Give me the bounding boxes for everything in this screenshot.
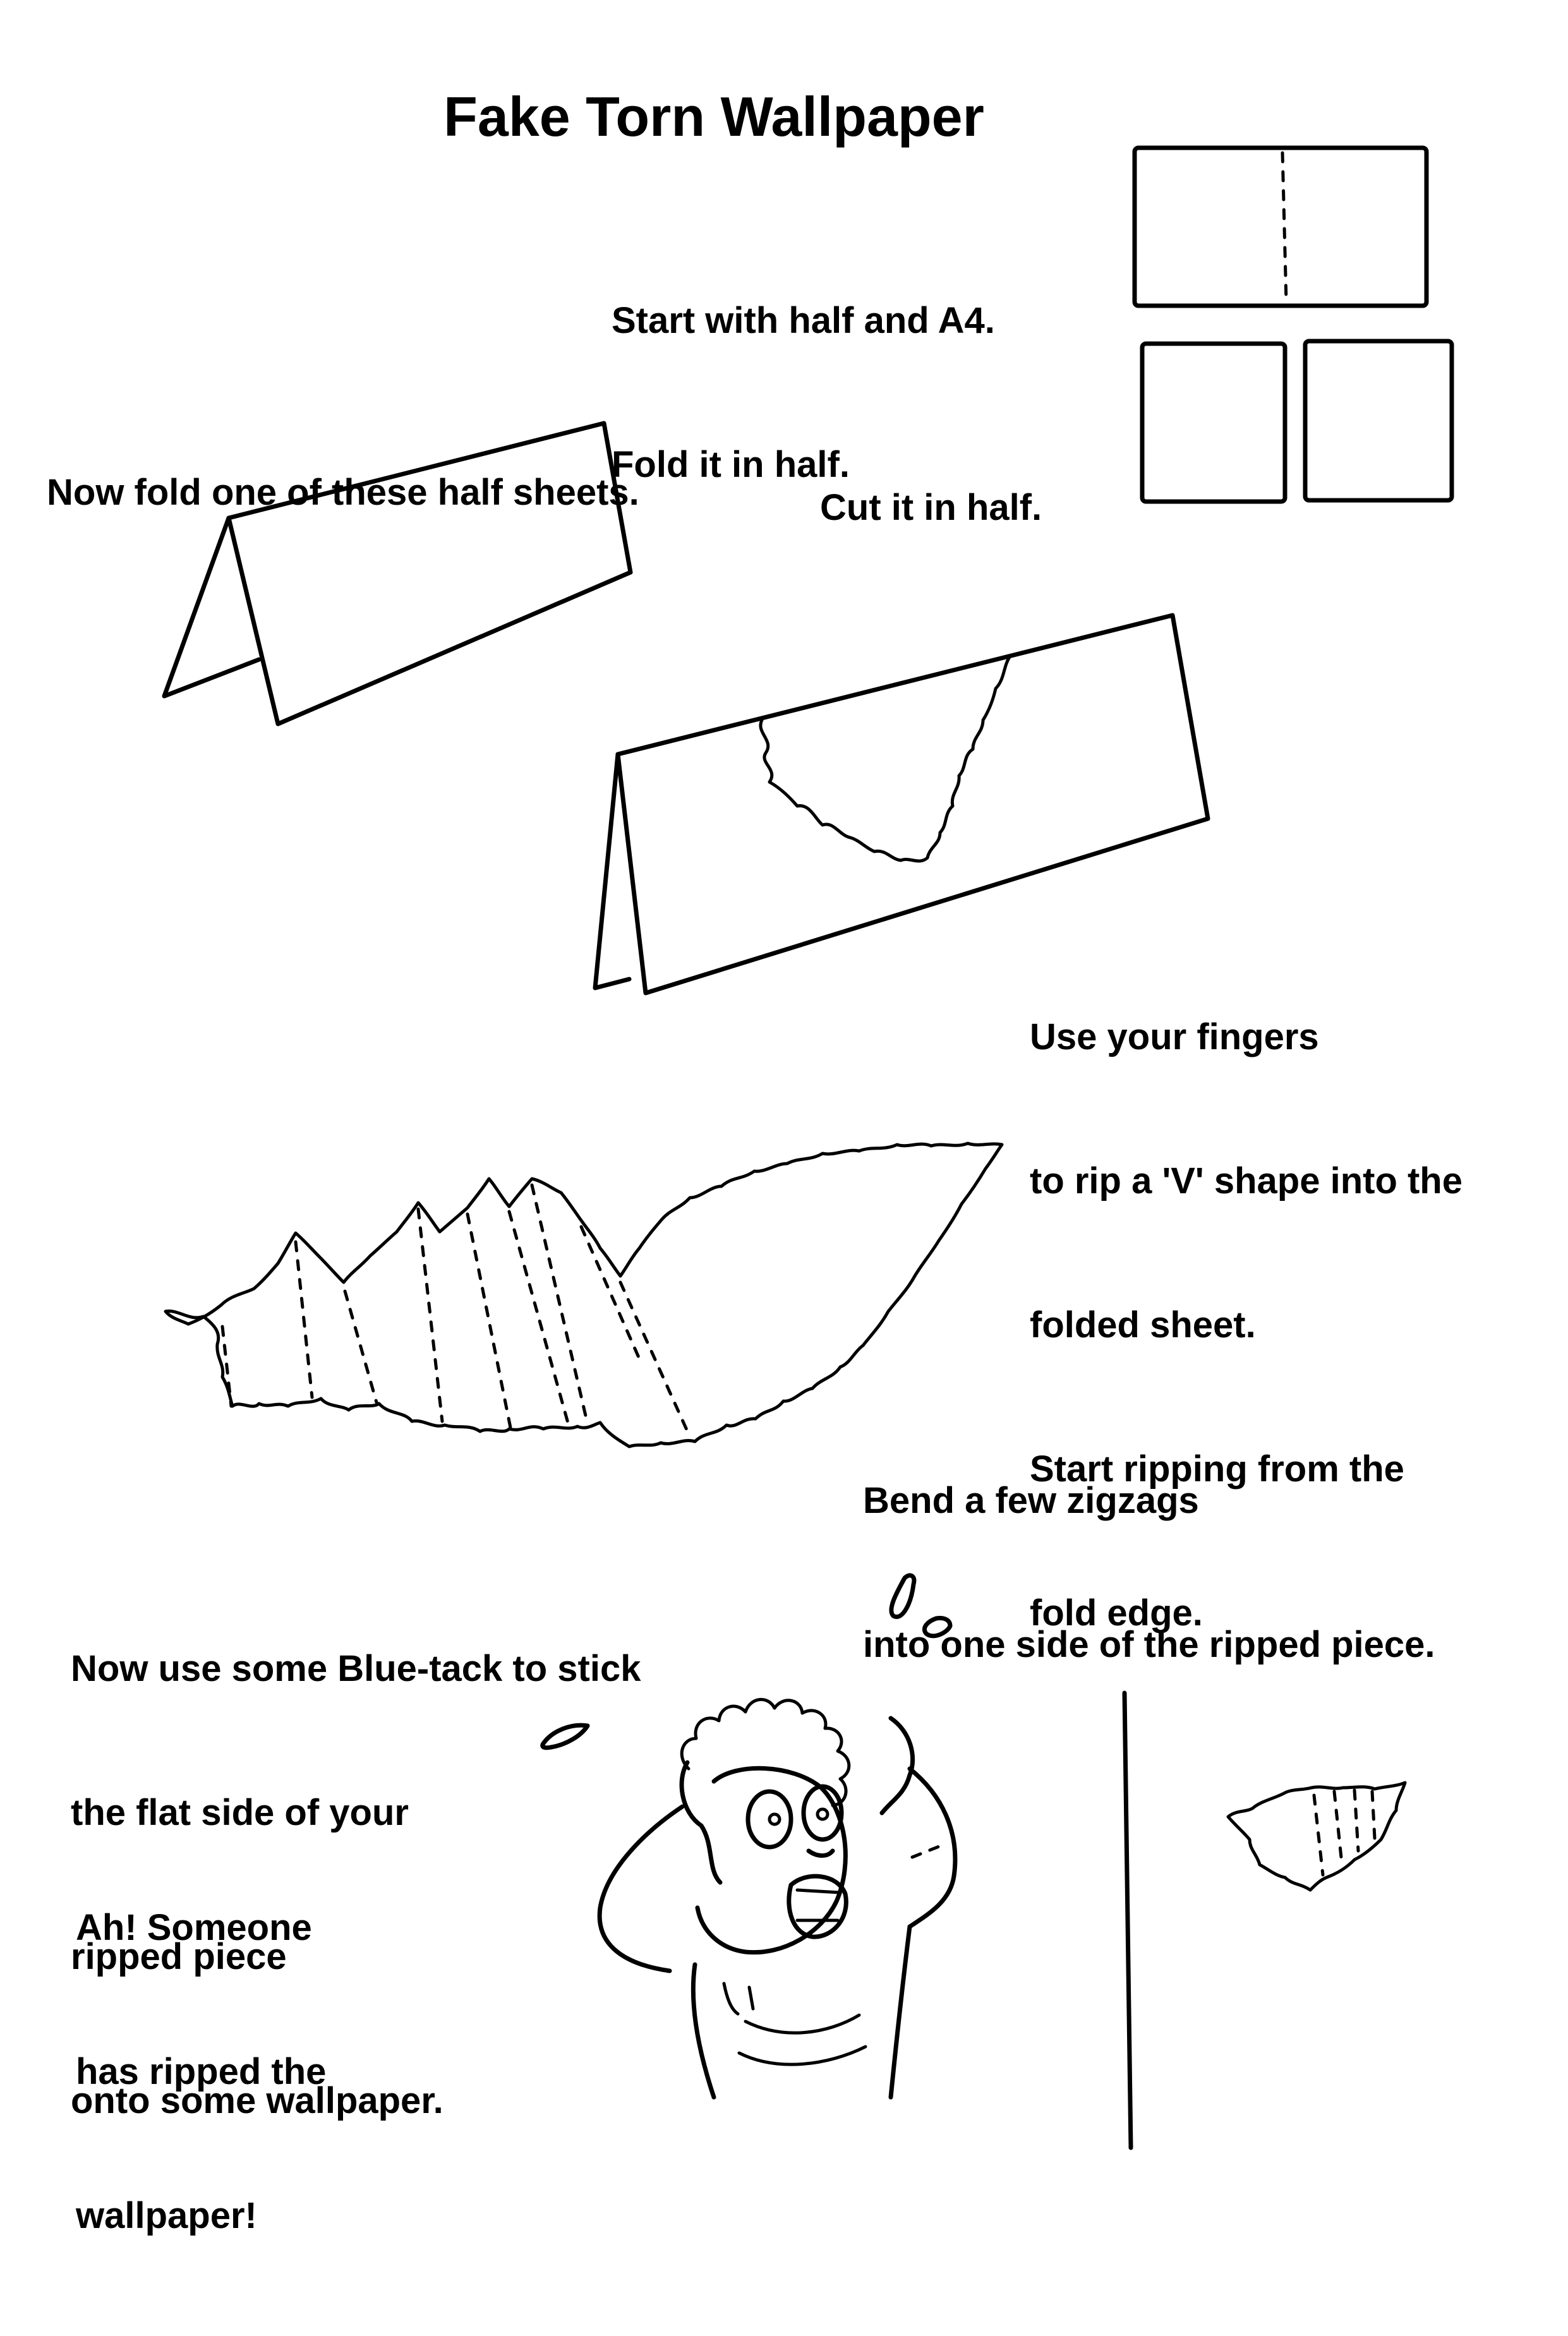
zigzag-fold-line-9 <box>618 1280 691 1436</box>
step-fold-line-1: Now fold one of these half sheets. <box>47 472 639 513</box>
step-zigzag-text: Bend a few zigzags into one side of the … <box>863 1381 1435 1765</box>
step-rip-line-1: Use your fingers <box>1030 1016 1319 1057</box>
ripped-sheet-front <box>615 613 1210 996</box>
step-cut-line-1: Cut it in half. <box>820 487 1042 528</box>
step-rip-text: Use your fingers to rip a 'V' shape into… <box>1030 917 1462 1733</box>
page-title: Fake Torn Wallpaper <box>443 85 984 148</box>
zigzag-fold-line-1 <box>220 1325 233 1408</box>
step-stick-line-3: ripped piece <box>71 1936 287 1977</box>
right-pupil <box>816 1807 829 1821</box>
half-sheet-right <box>1303 339 1454 503</box>
folded-sheet-back <box>162 515 262 699</box>
left-hand <box>679 1760 723 1885</box>
screaming-mouth <box>787 1874 848 1939</box>
left-pupil <box>768 1812 781 1826</box>
step-stick-line-2: the flat side of your <box>71 1792 409 1833</box>
left-arm <box>597 1804 685 1973</box>
sweat-drop-2 <box>922 1616 953 1639</box>
half-sheet-left <box>1140 341 1288 504</box>
zigzag-fold-line-7 <box>530 1183 589 1426</box>
step-rip-line-5: fold edge. <box>1030 1592 1203 1634</box>
right-hand <box>879 1716 915 1815</box>
step-cut-text: Cut it in half. <box>820 388 1042 628</box>
step-start-text: Start with half and A4. Fold it in half. <box>612 201 995 585</box>
step-zigzag-line-2: into one side of the ripped piece. <box>863 1624 1435 1665</box>
worksheet-page: Fake Torn Wallpaper Start with half and … <box>47 85 1462 2236</box>
ripped-v-illustration <box>593 613 1210 996</box>
step-rip-line-2: to rip a 'V' shape into the <box>1030 1160 1462 1201</box>
wall-edge-line <box>1122 1690 1133 2150</box>
shocked-person-illustration <box>540 1573 958 2100</box>
left-eye <box>745 1789 793 1850</box>
zigzag-piece-illustration <box>164 1141 1004 1448</box>
step-fold-text: Now fold one of these half sheets. <box>47 373 639 613</box>
folded-sheet-front <box>226 421 633 726</box>
sweat-drop-3 <box>540 1723 590 1750</box>
zigzag-fold-line-2 <box>294 1240 314 1399</box>
step-start-line-2: Fold it in half. <box>612 444 850 485</box>
shirt-marks <box>722 1982 755 2016</box>
a4-fold-line <box>1281 151 1288 304</box>
step-result-line-2: has ripped the <box>76 2051 327 2092</box>
zigzag-fold-line-8 <box>579 1225 644 1366</box>
step-zigzag-line-1: Bend a few zigzags <box>863 1480 1199 1521</box>
sweat-drop-1 <box>889 1573 917 1619</box>
nose <box>806 1848 835 1858</box>
right-arm <box>907 1766 958 1929</box>
stuck-piece-fold-3 <box>1353 1788 1360 1853</box>
step-result-line-1: Ah! Someone <box>76 1907 312 1948</box>
step-rip-line-3: folded sheet. <box>1030 1304 1256 1346</box>
illustrations <box>162 145 1454 2150</box>
zigzag-fold-line-4 <box>416 1207 444 1423</box>
stuck-piece-outline <box>1226 1781 1407 1892</box>
zigzag-fold-line-5 <box>466 1212 512 1430</box>
step-stick-line-4: onto some wallpaper. <box>71 2080 443 2121</box>
stuck-ripped-piece-illustration <box>1226 1781 1407 1892</box>
ripped-sheet-back <box>593 752 632 990</box>
folded-sheet-illustration <box>162 421 633 726</box>
step-stick-text: Now use some Blue-tack to stick the flat… <box>71 1549 641 2221</box>
zigzag-fold-line-3 <box>343 1289 378 1404</box>
stuck-piece-fold-2 <box>1332 1790 1344 1865</box>
hair-curls <box>680 1697 851 1807</box>
a4-sheet-outline <box>1132 145 1429 308</box>
torn-v-edge <box>759 655 1011 863</box>
step-stick-line-1: Now use some Blue-tack to stick <box>71 1648 641 1689</box>
right-eye <box>801 1784 844 1842</box>
teeth <box>795 1888 842 1922</box>
shirt-folds <box>737 2013 867 2066</box>
zigzag-piece-outline <box>164 1141 1004 1448</box>
cut-sheets-illustration <box>1140 339 1454 504</box>
stuck-piece-fold-4 <box>1370 1790 1377 1840</box>
step-start-line-1: Start with half and A4. <box>612 300 995 341</box>
face-outline <box>695 1766 848 1955</box>
torso-outline <box>691 1924 912 2100</box>
zigzag-fold-line-6 <box>507 1210 570 1427</box>
a4-sheet-illustration <box>1132 145 1429 308</box>
sleeve-stitch <box>910 1843 946 1859</box>
stuck-piece-fold-1 <box>1312 1793 1325 1877</box>
step-rip-line-4: Start ripping from the <box>1030 1448 1404 1490</box>
